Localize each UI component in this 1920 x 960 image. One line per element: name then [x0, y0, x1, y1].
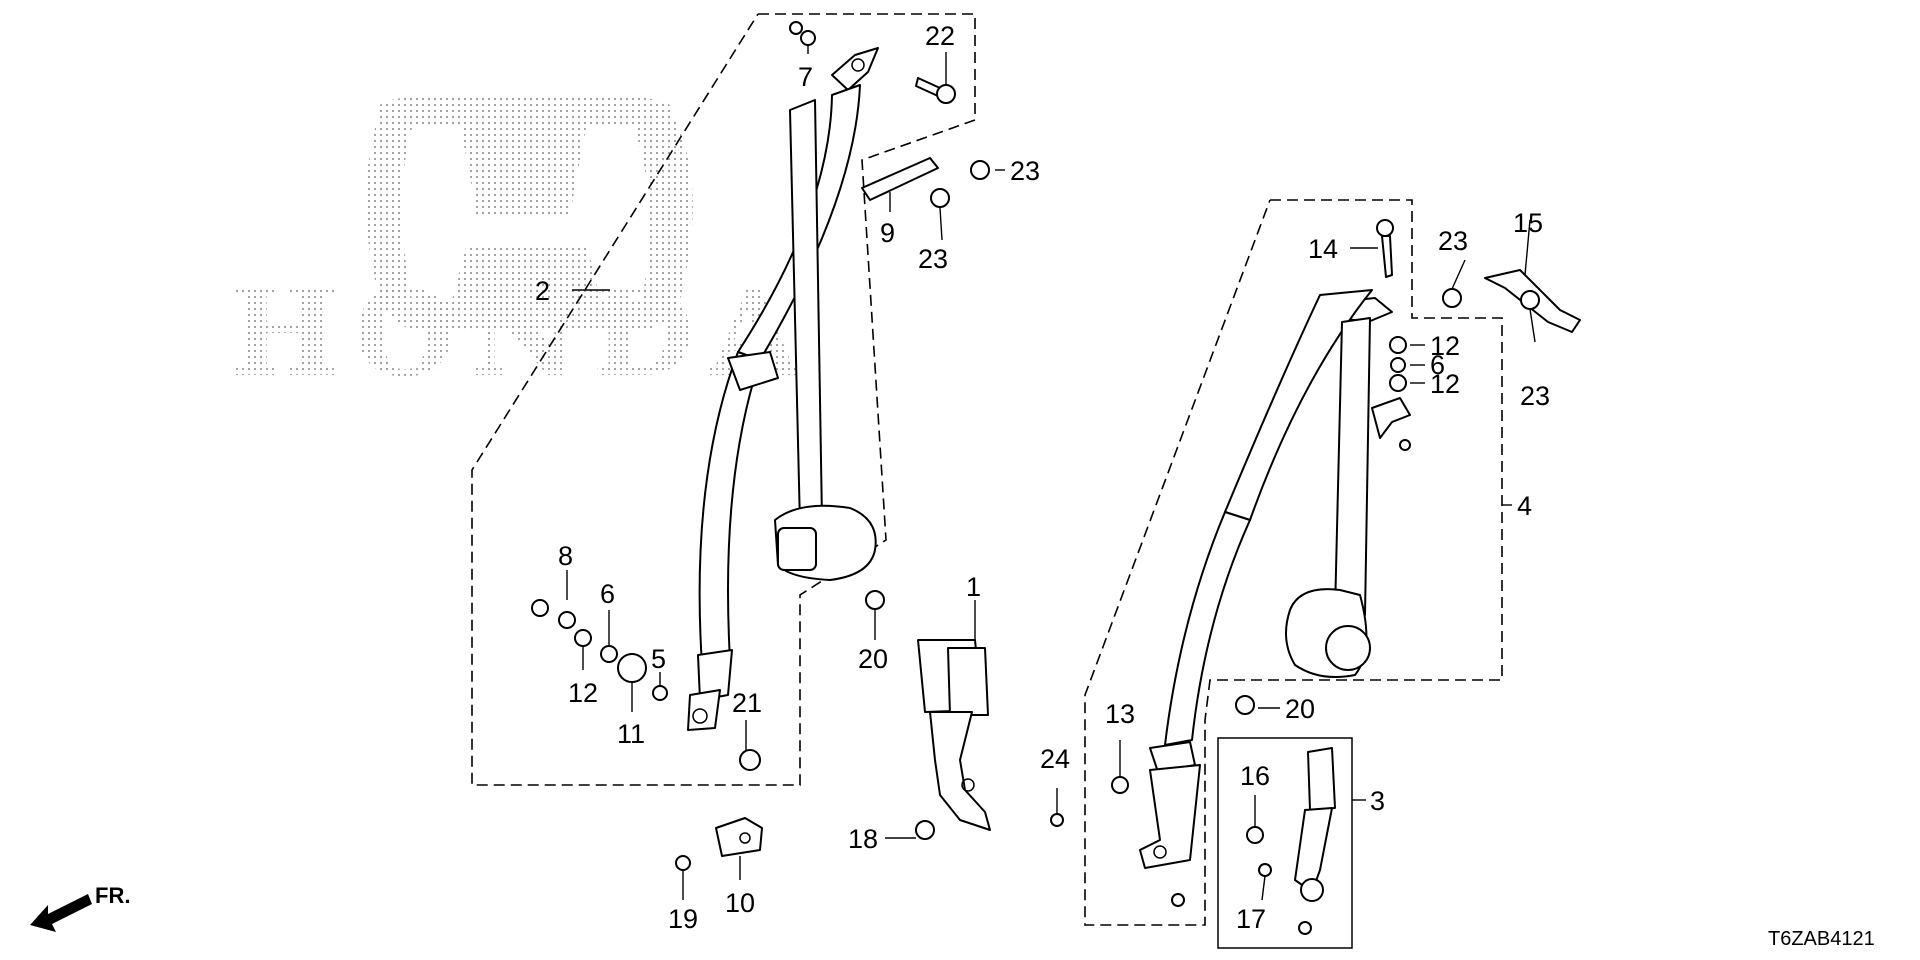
washer-7-b [800, 30, 816, 46]
callout-1: 1 [966, 572, 981, 602]
washer-12-a [558, 611, 576, 629]
right-retractor-cap [1325, 625, 1371, 671]
callout-6-left: 6 [600, 579, 615, 609]
nut-12-a [1389, 336, 1407, 354]
left-lower-anchor-sleeve [697, 649, 733, 701]
callout-12-right-a: 12 [1430, 331, 1460, 361]
callout-10: 10 [725, 888, 755, 918]
bolt-21 [739, 749, 761, 771]
washer-6-b [1390, 357, 1406, 373]
bracket-9 [861, 157, 939, 201]
diagram-code: T6ZAB4121 [1768, 928, 1875, 950]
left-belt-guide [727, 351, 779, 391]
left-lower-anchor-hole [692, 708, 708, 724]
front-arrow-icon [30, 894, 92, 932]
washer-rear-lower [1298, 921, 1312, 935]
front-direction-label: FR. [95, 883, 130, 908]
part-callouts: 1 2 3 4 5 6 6 7 8 9 10 11 12 12 12 13 14… [535, 21, 1550, 934]
washer-7-a [789, 21, 803, 35]
callout-18: 18 [848, 824, 878, 854]
left-shoulder-belt-assembly [687, 47, 879, 731]
bolt-23-b [930, 188, 950, 208]
callout-11: 11 [617, 719, 645, 749]
callout-6-right: 6 [1430, 350, 1445, 380]
bolt-23-d [1520, 290, 1540, 310]
callout-15: 15 [1513, 208, 1543, 238]
callout-23-a: 23 [1010, 156, 1040, 186]
left-retractor-face [777, 527, 817, 571]
bolt-20-a [865, 590, 885, 610]
left-upper-anchor [831, 47, 879, 91]
buckle-stalk [929, 711, 991, 831]
right-belt-webbing-lower [1164, 511, 1251, 746]
callout-20-left: 20 [858, 644, 888, 674]
right-lower-anchor-hole [1153, 845, 1167, 859]
right-clip-plate [1371, 397, 1411, 439]
bolt-22-head [936, 84, 956, 104]
callout-12-left: 12 [568, 678, 598, 708]
bolt-14-head [1376, 219, 1394, 237]
callout-17: 17 [1236, 904, 1266, 934]
callout-24: 24 [1040, 744, 1070, 774]
washer-6-a [600, 645, 618, 663]
bolt-18 [915, 820, 935, 840]
rear-buckle-head [1307, 747, 1336, 811]
bolt-23-c [1442, 288, 1462, 308]
rear-buckle-assembly [1294, 747, 1336, 902]
washer-right-lower [1171, 893, 1185, 907]
leader-lines [566, 44, 1536, 901]
callout-9: 9 [880, 218, 895, 248]
callout-8: 8 [558, 541, 573, 571]
callout-23-b: 23 [918, 244, 948, 274]
callout-19: 19 [668, 904, 698, 934]
callout-23-c: 23 [1438, 226, 1468, 256]
washer-17 [1258, 863, 1272, 877]
callout-3: 3 [1370, 786, 1385, 816]
washer-right-upper [1399, 439, 1411, 451]
callout-21: 21 [732, 688, 762, 718]
washer-5 [652, 685, 668, 701]
bolt-13 [1111, 776, 1129, 794]
honda-logo-text: HONDA [228, 264, 814, 403]
bolt-20-b [1235, 695, 1255, 715]
right-lower-anchor-plate [1139, 764, 1201, 869]
bolt-14-shank [1381, 235, 1393, 278]
buckle-head-second [947, 647, 989, 716]
left-belt-webbing-retractor [789, 99, 823, 526]
bolt-24 [1050, 813, 1064, 827]
callout-4: 4 [1517, 491, 1532, 521]
callout-16: 16 [1240, 761, 1270, 791]
callout-22: 22 [925, 21, 955, 51]
buckle-bolt-hole [961, 778, 975, 792]
rear-buckle-anchor [1300, 878, 1324, 902]
callout-7: 7 [798, 62, 813, 92]
callout-14: 14 [1308, 234, 1338, 264]
bracket-10-hole [739, 832, 751, 844]
right-belt-webbing-retractor [1334, 317, 1371, 616]
group-box-right-shoulder-belt [1084, 199, 1503, 926]
honda-logo-watermark: HONDA [228, 95, 814, 403]
left-upper-anchor-hole [851, 58, 865, 72]
nut-12-b [1389, 374, 1407, 392]
callout-5: 5 [651, 644, 666, 674]
washer-11 [617, 653, 647, 683]
washer-8 [531, 599, 549, 617]
right-shoulder-belt-assembly [1139, 289, 1411, 869]
bracket-10 [715, 817, 763, 857]
bolt-23-a [970, 160, 990, 180]
honda-h-emblem [366, 95, 693, 332]
bolt-16 [1246, 826, 1264, 844]
callout-13: 13 [1105, 699, 1135, 729]
callout-23-d: 23 [1520, 381, 1550, 411]
front-buckle-assembly [917, 639, 991, 831]
callout-12-right-b: 12 [1430, 369, 1460, 399]
washer-12-b [574, 629, 592, 647]
front-direction-indicator: FR. [30, 883, 130, 932]
bolt-19 [675, 855, 691, 871]
callout-20-right: 20 [1285, 694, 1315, 724]
group-box-right-buckle [1217, 737, 1353, 949]
callout-2: 2 [535, 276, 550, 306]
